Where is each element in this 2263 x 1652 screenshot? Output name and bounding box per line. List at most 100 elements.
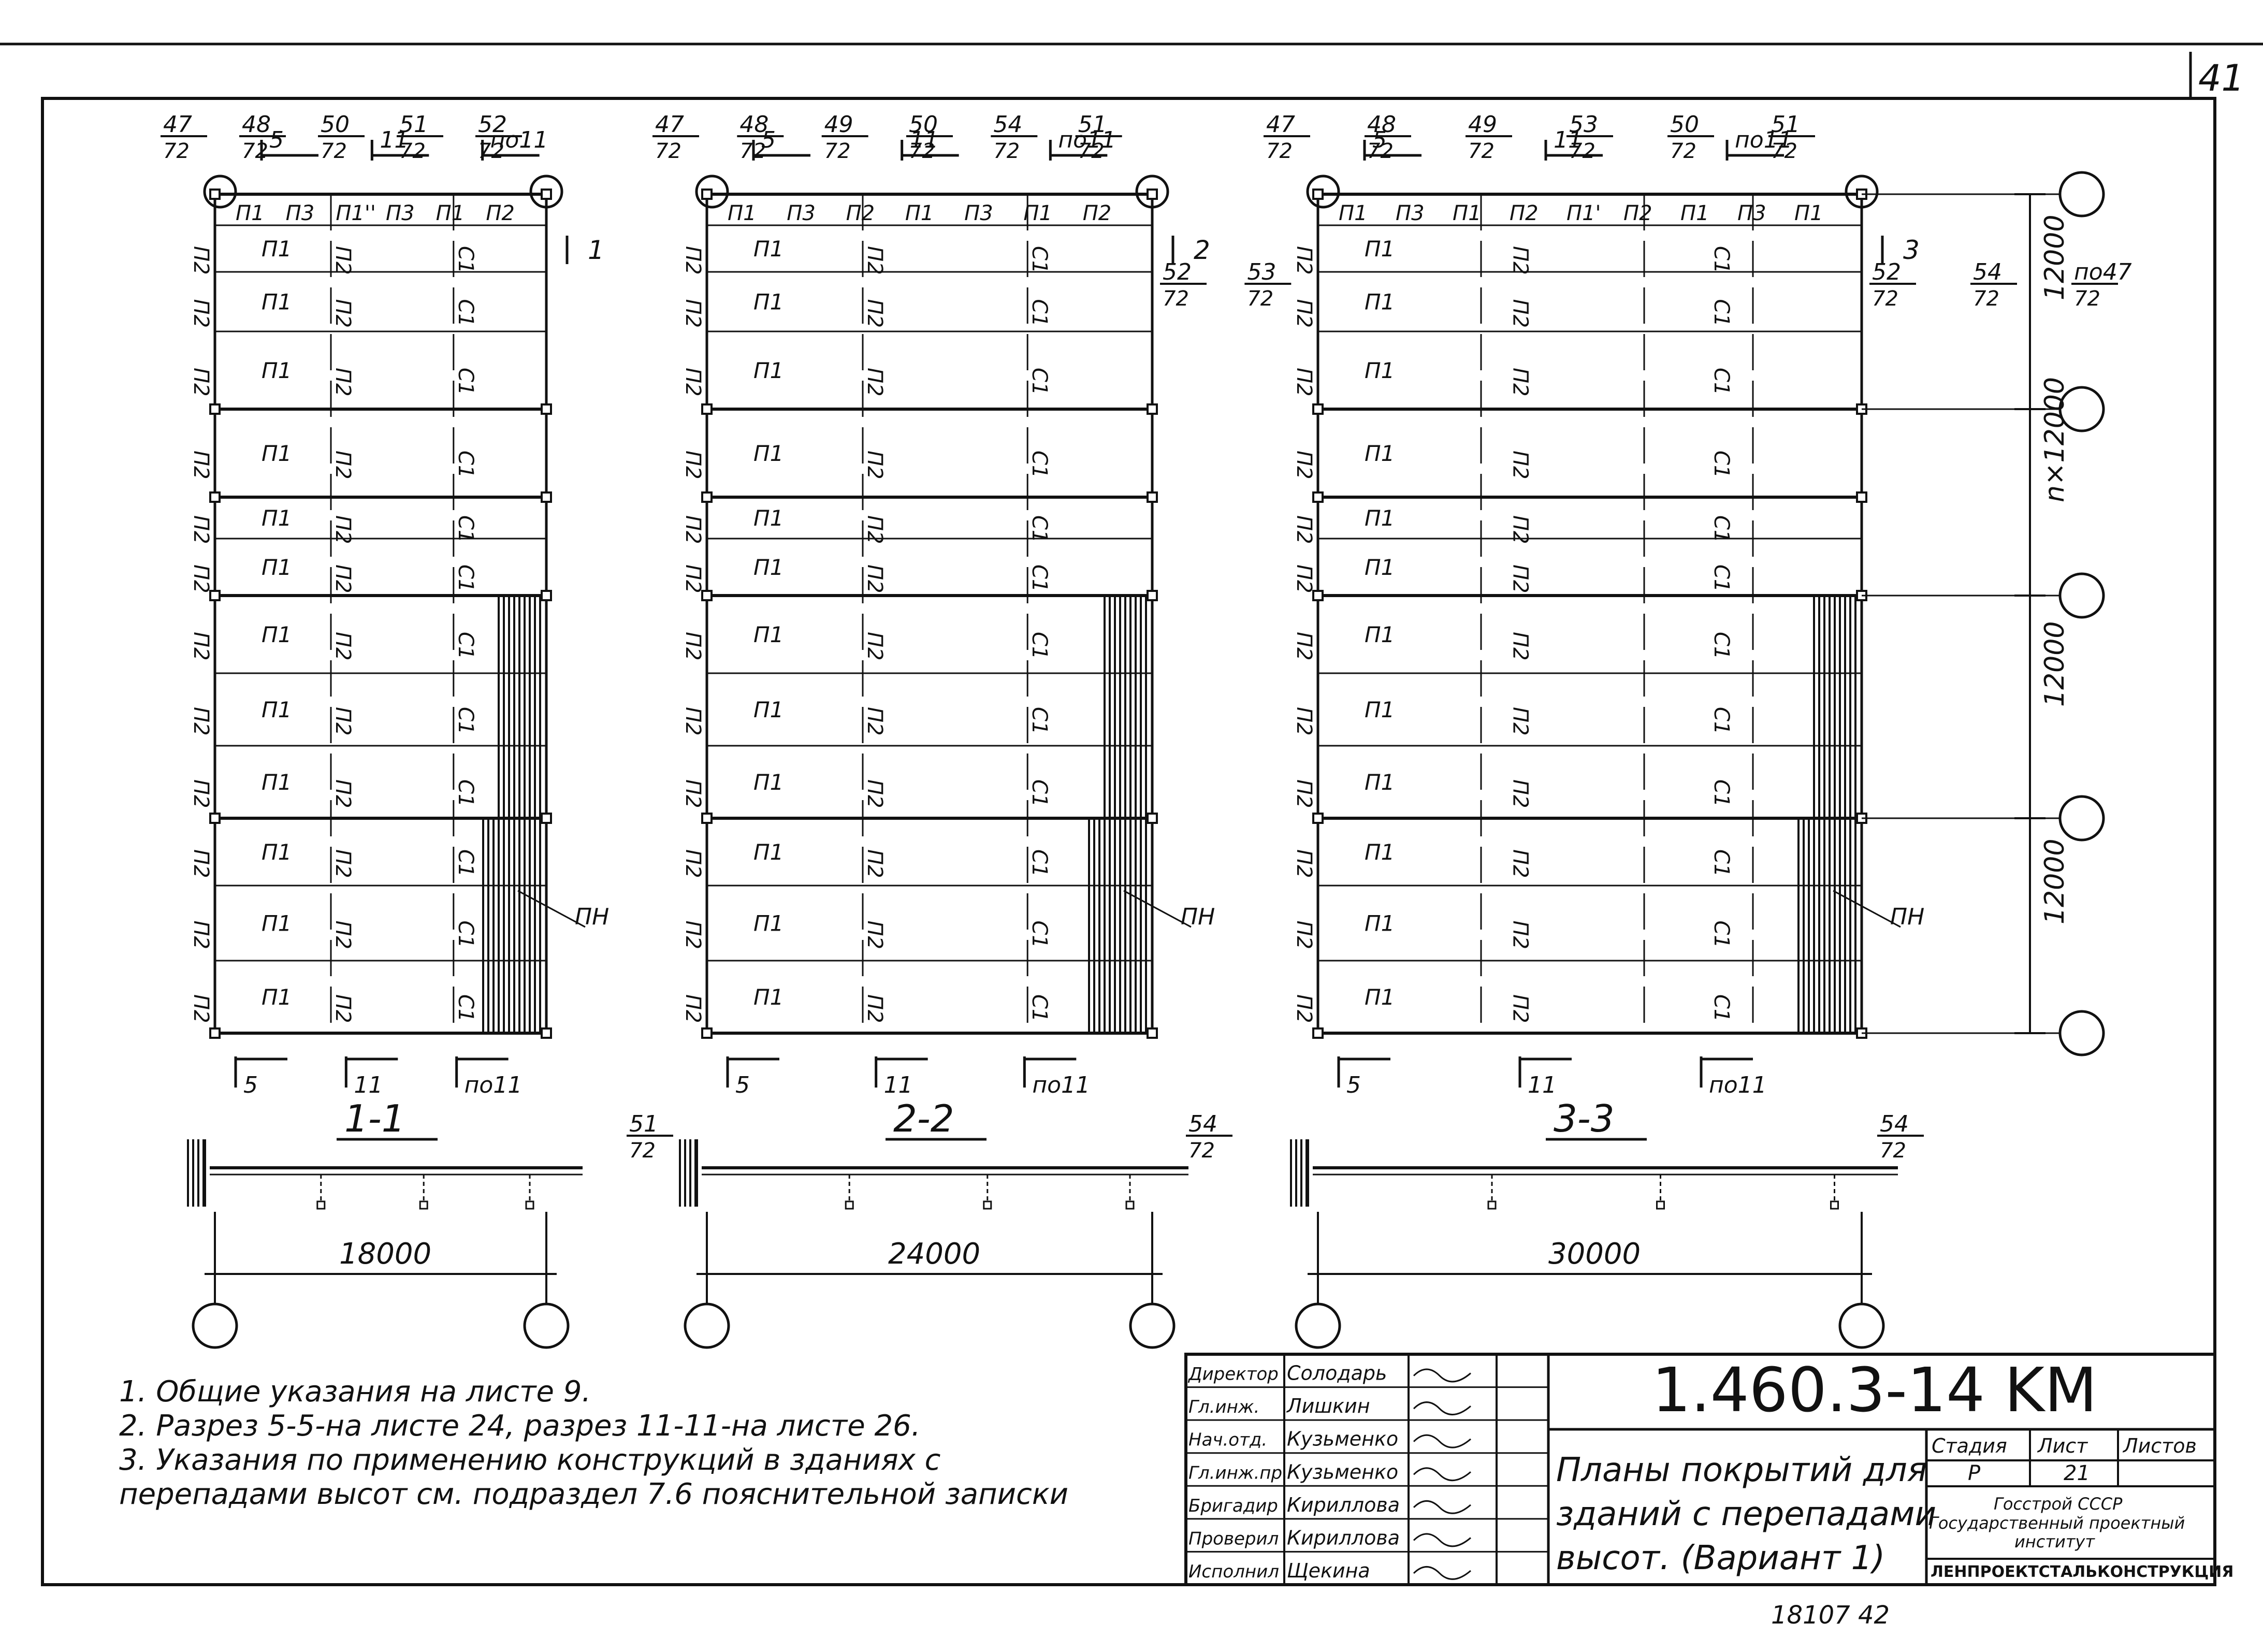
signature-scribble: [1413, 1500, 1471, 1514]
column-label: П2: [1292, 779, 1316, 808]
purlin-label: П1: [262, 770, 292, 795]
hatch-zone: [497, 596, 541, 818]
node-circle: [1135, 175, 1169, 209]
callout-number: 47: [1266, 111, 1295, 138]
panel-label: П2: [863, 451, 887, 480]
section-mark: 5: [735, 1072, 750, 1098]
panel-label: П2: [863, 299, 887, 328]
panel-label: П2: [863, 707, 887, 736]
section-post-base: [525, 1200, 534, 1210]
cut-mark: 2: [1194, 235, 1210, 265]
section-mark: по11: [1735, 127, 1793, 153]
purlin-label: П1: [1365, 911, 1395, 936]
top-row-label: П3: [1737, 201, 1766, 225]
signature-role: Бригадир: [1188, 1496, 1278, 1516]
panel-label: П2: [863, 994, 887, 1023]
top-row-label: П1: [236, 201, 265, 225]
callout-sheet: 72: [1247, 287, 1273, 311]
grid-node: [701, 491, 713, 503]
note-3: 3. Указания по применению конструкций в …: [119, 1443, 941, 1477]
purlin-label: П1: [753, 236, 784, 262]
panel-label: С1: [454, 451, 477, 478]
grid-node: [1147, 189, 1158, 200]
edge-leader: [1123, 890, 1192, 928]
column-label: П2: [189, 779, 213, 808]
panel-label: П2: [863, 368, 887, 397]
panel-label: П2: [1508, 246, 1532, 275]
panel-label: С1: [454, 921, 477, 948]
column-label: П2: [681, 921, 705, 950]
purlin-label: П1: [262, 358, 292, 383]
grid-node: [1312, 491, 1324, 503]
panel-label: П2: [863, 779, 887, 808]
panel-label: П2: [1508, 632, 1532, 661]
column-label: П2: [1292, 632, 1316, 661]
callout-sheet: 72: [1367, 139, 1394, 163]
section-post-base: [1125, 1200, 1135, 1210]
grid-node: [701, 590, 713, 601]
grid-node: [1312, 813, 1324, 824]
panel-label: С1: [1027, 994, 1051, 1022]
grid-node: [209, 491, 221, 503]
node-circle: [695, 175, 729, 209]
grid-node: [209, 1027, 221, 1039]
callout-number: 51: [399, 111, 428, 138]
column-label: П2: [189, 451, 213, 480]
panel-label: П2: [1508, 921, 1532, 950]
section-mark: 5: [269, 127, 284, 153]
column-label: П2: [189, 921, 213, 950]
purlin-label: П1: [1365, 984, 1395, 1010]
purlin-label: П1: [262, 697, 292, 722]
sheet-header: Лист: [2037, 1434, 2088, 1457]
purlin-label: П1: [753, 441, 784, 466]
column-label: П2: [1292, 564, 1316, 593]
panel-label: П2: [863, 246, 887, 275]
grid-node: [1147, 813, 1158, 824]
grid-node: [701, 189, 713, 200]
signature-scribble: [1413, 1368, 1471, 1383]
callout-number: 54: [1188, 1111, 1217, 1137]
bottom-stamp-text: 18107 42: [1771, 1601, 1890, 1630]
section-mark: 11: [354, 1072, 383, 1098]
purlin-label: П1: [753, 911, 784, 936]
drawing-frame: [41, 97, 2216, 1586]
callout-sheet: 72: [163, 139, 190, 163]
column-label: П2: [681, 707, 705, 736]
panel-label: С1: [1027, 451, 1051, 478]
title-line-2: зданий с перепадами: [1556, 1495, 1936, 1533]
top-row-label: П1: [1023, 201, 1052, 225]
purlin-label: П1: [262, 555, 292, 580]
section-mark: по11: [1032, 1072, 1090, 1098]
section-mark: 5: [1346, 1072, 1361, 1098]
grid-node: [541, 491, 552, 503]
panel-label: С1: [1709, 921, 1733, 948]
grid-node: [701, 813, 713, 824]
signature-name: Кириллова: [1287, 1526, 1400, 1549]
column-label: П2: [1292, 368, 1316, 397]
panel-label: С1: [454, 849, 477, 877]
panel-label: С1: [1027, 299, 1051, 327]
column-label: П2: [681, 451, 705, 480]
sheet-page-number: 41: [2198, 57, 2244, 99]
purlin-label: П1: [1365, 441, 1395, 466]
panel-label: П2: [331, 632, 355, 661]
grid-axis-bubble: [2058, 1010, 2105, 1056]
cut-mark: 3: [1903, 235, 1920, 265]
top-row-label: П1: [1339, 201, 1368, 225]
column-label: П2: [189, 994, 213, 1023]
column-label: П2: [1292, 246, 1316, 275]
sheets-header: Листов: [2122, 1434, 2197, 1457]
section-post-base: [1656, 1200, 1665, 1210]
grid-node: [701, 1027, 713, 1039]
panel-label: П2: [863, 849, 887, 878]
grid-axis-bubble: [1838, 1302, 1885, 1349]
stage-header: Стадия: [1932, 1434, 2007, 1457]
grid-node: [541, 1027, 552, 1039]
panel-label: П2: [1508, 299, 1532, 328]
signature-name: Кириллова: [1287, 1494, 1400, 1516]
title-block: 1.460.3-14 KM Планы покрытий для зданий …: [1184, 1353, 2233, 1586]
callout-sheet: 72: [1078, 139, 1105, 163]
